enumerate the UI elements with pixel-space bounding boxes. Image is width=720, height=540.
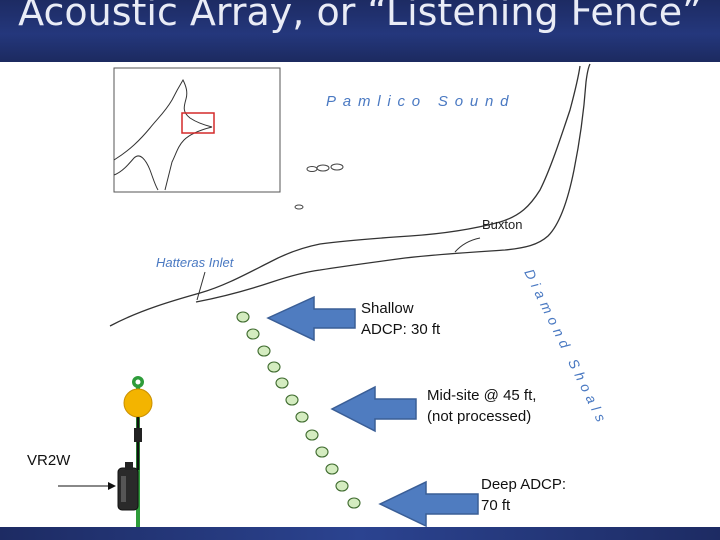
- shallow-label-line2: ADCP: 30 ft: [361, 321, 441, 338]
- deep-label-line1: Deep ADCP:: [481, 476, 567, 493]
- footer-bar: [0, 527, 720, 540]
- inlet-pointer-line: [196, 271, 206, 301]
- deep-arrow: [378, 480, 479, 527]
- hatteras-inlet-label: Hatteras Inlet: [156, 255, 235, 270]
- mid-site-arrow: [330, 385, 417, 433]
- slide-title: Acoustic Array, or “Listening Fence”: [18, 0, 702, 34]
- deep-label-line2: 70 ft: [481, 497, 511, 514]
- buoy-mooring-icon: [58, 376, 153, 527]
- coastline: [109, 63, 591, 327]
- inset-highlight-box: [181, 112, 215, 134]
- islands: [294, 163, 344, 210]
- receiver-dots: [236, 311, 361, 509]
- mid-site-label-line2: (not processed): [427, 408, 532, 425]
- inset-map: [113, 67, 281, 193]
- shallow-arrow: [266, 295, 356, 342]
- pamlico-sound-label: Pamlico Sound: [326, 93, 515, 110]
- shallow-label-line1: Shallow: [361, 300, 414, 317]
- site-map: Pamlico Sound Buxton Hatteras Inlet Diam…: [58, 63, 611, 527]
- buxton-label: Buxton: [482, 217, 522, 232]
- vr2w-label: VR2W: [27, 452, 71, 469]
- title-bar: Acoustic Array, or “Listening Fence”: [0, 0, 720, 62]
- mid-site-label-line1: Mid-site @ 45 ft,: [427, 387, 537, 404]
